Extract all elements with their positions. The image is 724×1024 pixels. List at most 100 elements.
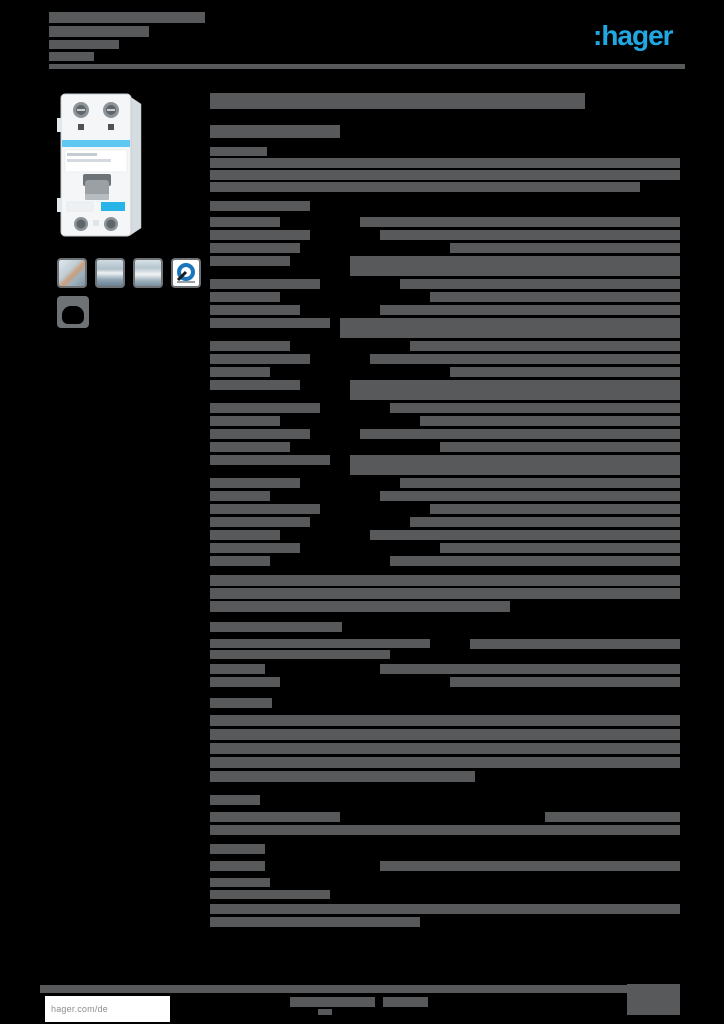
spec-value-redacted [400,279,680,289]
paragraph-line-redacted [210,182,640,192]
paragraph-line-redacted [210,170,680,180]
spec-value-redacted [440,543,680,553]
spec-value-redacted [350,256,680,276]
spec-label-redacted [210,367,270,377]
spec-value-redacted [410,341,680,351]
paragraph-line-redacted [210,743,680,754]
spec-row [210,543,680,553]
drawing-blob-shape [62,306,84,324]
header-title-line-redacted [49,40,119,49]
spec-row [210,825,680,835]
spec-row [210,318,680,338]
spec-value-redacted [380,861,680,871]
spec-label-redacted [210,243,300,253]
paragraph-redacted [210,904,680,927]
text-line-redacted [210,890,330,899]
section-heading-redacted [210,201,310,211]
spec-value-redacted [545,812,680,822]
paragraph-line-redacted [210,588,680,599]
spec-row [210,256,680,276]
footer-text-descender-redacted [318,1009,332,1015]
breaker-row-photo-thumbnail[interactable] [133,258,163,288]
spec-value-redacted [360,429,680,439]
installation-photo-thumbnail[interactable] [57,258,87,288]
thumbnail-image [97,260,123,286]
spec-row [210,243,680,253]
spec-row [210,556,680,566]
spec-label-redacted [210,292,280,302]
paragraph-line-redacted [210,917,420,927]
spec-row [210,305,680,315]
spec-value-redacted [380,491,680,501]
spec-row [210,530,680,540]
header-title-line-redacted [49,52,94,61]
spec-row [210,517,680,527]
footer-center-descender [318,1009,440,1015]
spec-value-redacted [430,504,680,514]
spec-value-redacted [390,556,680,566]
footer-site-box: hager.com/de [45,996,170,1022]
spec-label-redacted [210,543,300,553]
q-mark-icon [173,260,199,286]
spec-label-redacted [210,416,280,426]
spec-value-redacted [360,217,680,227]
product-photo-rcbo [57,88,147,240]
spacer [210,874,680,878]
dimension-drawing-thumbnail[interactable] [57,296,89,328]
spec-row [210,491,680,501]
paragraph-line-redacted [210,729,680,740]
spec-label-redacted [210,812,340,822]
spec-label-redacted [210,455,330,465]
spec-label-redacted [210,354,310,364]
spec-value-redacted [350,380,680,400]
spec-value-redacted [380,305,680,315]
paragraph-redacted [210,158,680,192]
spec-label-redacted [210,556,270,566]
spec-row [210,217,680,227]
spec-value-redacted [470,639,680,649]
spec-row [210,429,680,439]
hager-logo: :hager [593,20,674,51]
spec-value-redacted [430,292,680,302]
spec-row [210,292,680,302]
footer-center-line [290,997,440,1007]
spec-value-redacted [380,825,680,835]
paragraph-redacted [210,575,680,612]
spec-value-redacted [450,367,680,377]
spacer [210,614,680,622]
section-heading-redacted [210,795,260,805]
spec-label-redacted [210,318,330,328]
spec-label-redacted [210,504,320,514]
spec-label-redacted [210,664,265,674]
spec-label-redacted [210,861,265,871]
spacer [210,109,680,125]
spec-row [210,677,680,687]
spec-label-redacted [210,530,280,540]
spec-label-line-redacted [210,650,390,659]
section-heading-redacted [210,844,265,854]
header-title-redacted [49,12,205,64]
footer-site-link[interactable]: hager.com/de [51,1004,108,1014]
spec-label-redacted [210,279,320,289]
spec-label-redacted [210,639,430,661]
text-line-redacted [210,147,267,156]
spec-label-redacted [210,217,280,227]
header-title-line-redacted [49,12,205,23]
spec-row [210,416,680,426]
product-title-redacted [210,93,585,109]
paragraph-line-redacted [210,715,680,726]
distribution-board-photo-thumbnail[interactable] [95,258,125,288]
spec-label-redacted [210,380,300,390]
spec-value-redacted [420,416,680,426]
spec-value-redacted [370,530,680,540]
quality-mark-q-logo-thumbnail[interactable] [171,258,201,288]
spec-row [210,442,680,452]
spec-value-redacted [380,664,680,674]
spec-value-redacted [440,442,680,452]
thumbnail-image [59,260,85,286]
spec-value-redacted [370,354,680,364]
spec-value-redacted [450,677,680,687]
spec-row [210,504,680,514]
footer-text-redacted [383,997,428,1007]
spacer [210,690,680,698]
